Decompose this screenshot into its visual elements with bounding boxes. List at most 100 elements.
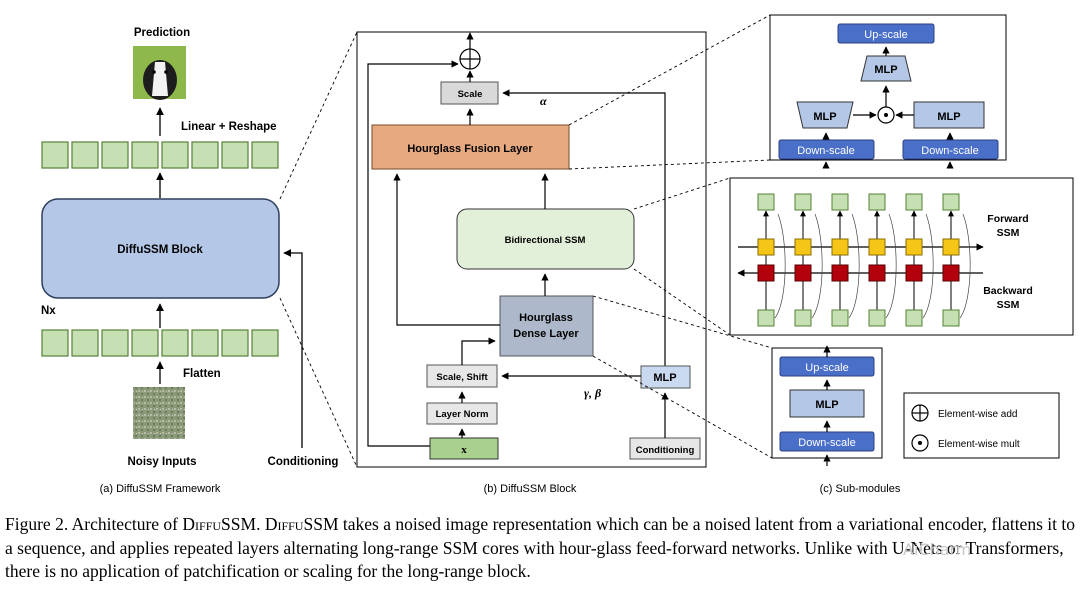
skip-curve	[959, 213, 971, 319]
fusion-mlp-right-label: MLP	[937, 111, 960, 123]
figure-caption: Figure 2. Architecture of DiffuSSM. Diff…	[5, 513, 1077, 584]
fusion-upscale-label: Up-scale	[864, 29, 907, 41]
panel-a: Prediction Linear + Reshape DiffuSSM Blo…	[41, 27, 338, 495]
caption-text: takes a noised image representation whic…	[5, 514, 1075, 581]
dense-mlp	[789, 389, 865, 418]
forward-ssm-label-1: Forward	[987, 213, 1028, 225]
fusion-label: Hourglass Fusion Layer	[407, 143, 533, 155]
input-token	[831, 309, 849, 327]
bissm-label: Bidirectional SSM	[505, 235, 586, 246]
input-token	[757, 309, 775, 327]
backward-state	[831, 264, 849, 282]
alpha-arrow	[502, 89, 666, 366]
nx-label: Nx	[41, 305, 56, 317]
output-tokens	[41, 141, 279, 169]
output-token	[942, 193, 960, 211]
caption-prefix: Figure 2. Architecture of	[5, 514, 183, 534]
scale-label: Scale	[458, 89, 483, 100]
fusion-mlp-left	[796, 101, 854, 129]
layer-norm-label: Layer Norm	[436, 409, 489, 420]
hourglass-fusion-layer	[371, 124, 570, 170]
input-token	[942, 309, 960, 327]
fusion-upscale	[837, 23, 935, 44]
fusion-mlp-top-label: MLP	[874, 64, 897, 76]
flatten-label: Flatten	[183, 368, 221, 380]
fusion-mlp-top	[860, 55, 912, 82]
skip-curve	[774, 213, 786, 319]
fusion-downscale-left-label: Down-scale	[797, 145, 854, 157]
scale-shift-label: Scale, Shift	[436, 372, 488, 383]
skip-curve	[848, 213, 860, 319]
ssm-submodule	[729, 177, 1074, 336]
fusion-mlp-right	[913, 101, 985, 129]
forward-state	[831, 238, 849, 256]
fusion-downscale-right-label: Down-scale	[921, 145, 978, 157]
output-token	[868, 193, 886, 211]
dense-upscale-label: Up-scale	[805, 362, 848, 374]
x-label: x	[461, 444, 467, 456]
fusion-mlp-left-label: MLP	[813, 111, 836, 123]
backward-state	[905, 264, 923, 282]
output-token	[794, 193, 812, 211]
panel-a-caption: (a) DiffuSSM Framework	[100, 483, 221, 495]
zoom-line	[633, 268, 731, 336]
input-token	[905, 309, 923, 327]
backward-state	[757, 264, 775, 282]
zoom-line	[592, 295, 773, 349]
ssm-token-grid	[757, 193, 971, 327]
noisy-inputs-label: Noisy Inputs	[127, 456, 196, 468]
zoom-line	[279, 31, 358, 200]
linear-reshape-label: Linear + Reshape	[181, 121, 277, 133]
input-tokens	[41, 329, 279, 357]
forward-state	[757, 238, 775, 256]
panel-b: Scale α Hourglass Fusion Layer Bidirecti…	[356, 31, 707, 495]
output-token	[831, 193, 849, 211]
output-token	[905, 193, 923, 211]
dense-mlp-label: MLP	[815, 399, 838, 411]
backward-ssm-label-1: Backward	[983, 285, 1033, 297]
legend-add-label: Element-wise add	[938, 409, 1017, 420]
caption-name-2: DiffuSSM	[264, 514, 339, 534]
x-box	[429, 437, 499, 460]
legend	[903, 392, 1060, 459]
caption-name-1: DiffuSSM	[182, 514, 257, 534]
alpha-label: α	[540, 94, 547, 108]
zoom-line	[633, 177, 731, 210]
backward-state	[794, 264, 812, 282]
dense-downscale-label: Down-scale	[798, 437, 855, 449]
backward-ssm-label-2: SSM	[997, 299, 1020, 311]
noisy-input-image	[133, 387, 185, 439]
forward-state	[942, 238, 960, 256]
mlp-label: MLP	[653, 372, 676, 384]
backward-state	[942, 264, 960, 282]
mlp-box	[640, 365, 691, 389]
input-token	[868, 309, 886, 327]
zoom-line	[568, 14, 771, 126]
forward-state	[868, 238, 886, 256]
panel-b-caption: (b) DiffuSSM Block	[484, 483, 577, 495]
zoom-line	[592, 355, 773, 459]
output-token	[757, 193, 775, 211]
input-token	[794, 309, 812, 327]
arrow	[461, 337, 496, 365]
dense-label-line1: Hourglass	[519, 312, 573, 324]
diffussm-block	[41, 198, 280, 299]
conditioning-arrow	[283, 249, 303, 448]
forward-state	[794, 238, 812, 256]
zoom-line	[279, 297, 358, 468]
skip-curve	[811, 213, 823, 319]
prediction-label: Prediction	[134, 27, 190, 39]
dense-label-line2: Dense Layer	[513, 328, 579, 340]
architecture-figure: Prediction Linear + Reshape DiffuSSM Blo…	[41, 14, 1074, 495]
caption-middle: .	[256, 514, 265, 534]
b-conditioning-label: Conditioning	[636, 445, 695, 456]
panel-c-caption: (c) Sub-modules	[820, 483, 901, 495]
hourglass-dense-layer	[499, 295, 594, 357]
conditioning-label: Conditioning	[268, 456, 339, 468]
skip-curve	[922, 213, 934, 319]
residual-arrow	[367, 60, 459, 447]
forward-state	[905, 238, 923, 256]
panel-c: Up-scale MLP MLP MLP Down-scale Down-sca…	[729, 14, 1074, 495]
skip-curve	[885, 213, 897, 319]
backward-state	[868, 264, 886, 282]
